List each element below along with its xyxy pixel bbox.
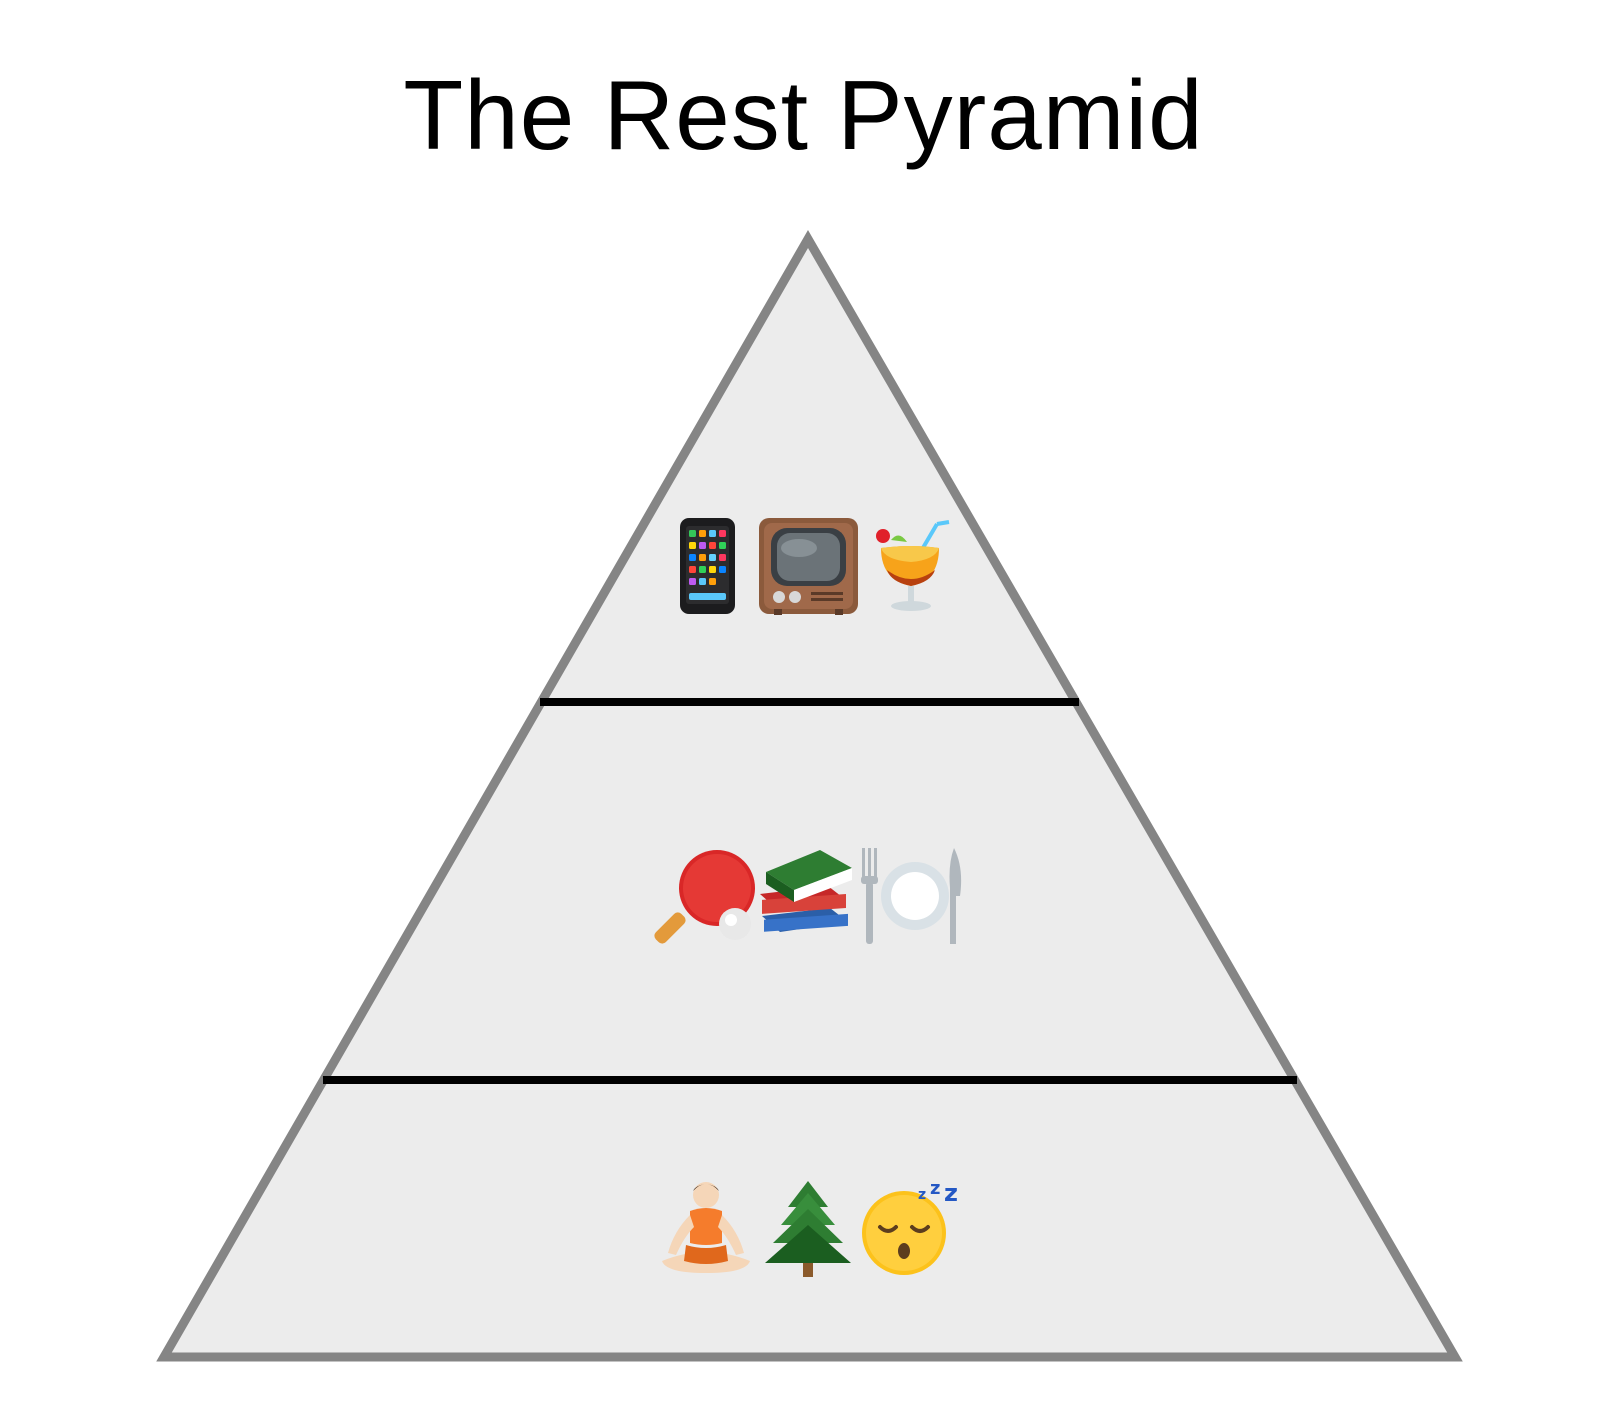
svg-text:z: z (944, 1179, 958, 1207)
books-icon (760, 850, 852, 932)
person-meditating-icon (662, 1182, 750, 1273)
mobile-phone-icon (680, 518, 735, 614)
page-title: The Rest Pyramid (403, 60, 1204, 170)
television-icon (759, 518, 858, 615)
svg-text:z: z (930, 1178, 940, 1199)
tropical-drink-icon (876, 520, 950, 611)
tier-bottom: z z z (662, 1178, 958, 1277)
ping-pong-icon (654, 850, 755, 944)
sleeping-face-icon: z z z (862, 1178, 958, 1275)
tier-middle (654, 848, 962, 944)
evergreen-tree-icon (765, 1181, 851, 1277)
fork-knife-plate-icon (861, 848, 962, 944)
svg-text:z: z (918, 1187, 926, 1203)
tier-top (680, 518, 950, 615)
